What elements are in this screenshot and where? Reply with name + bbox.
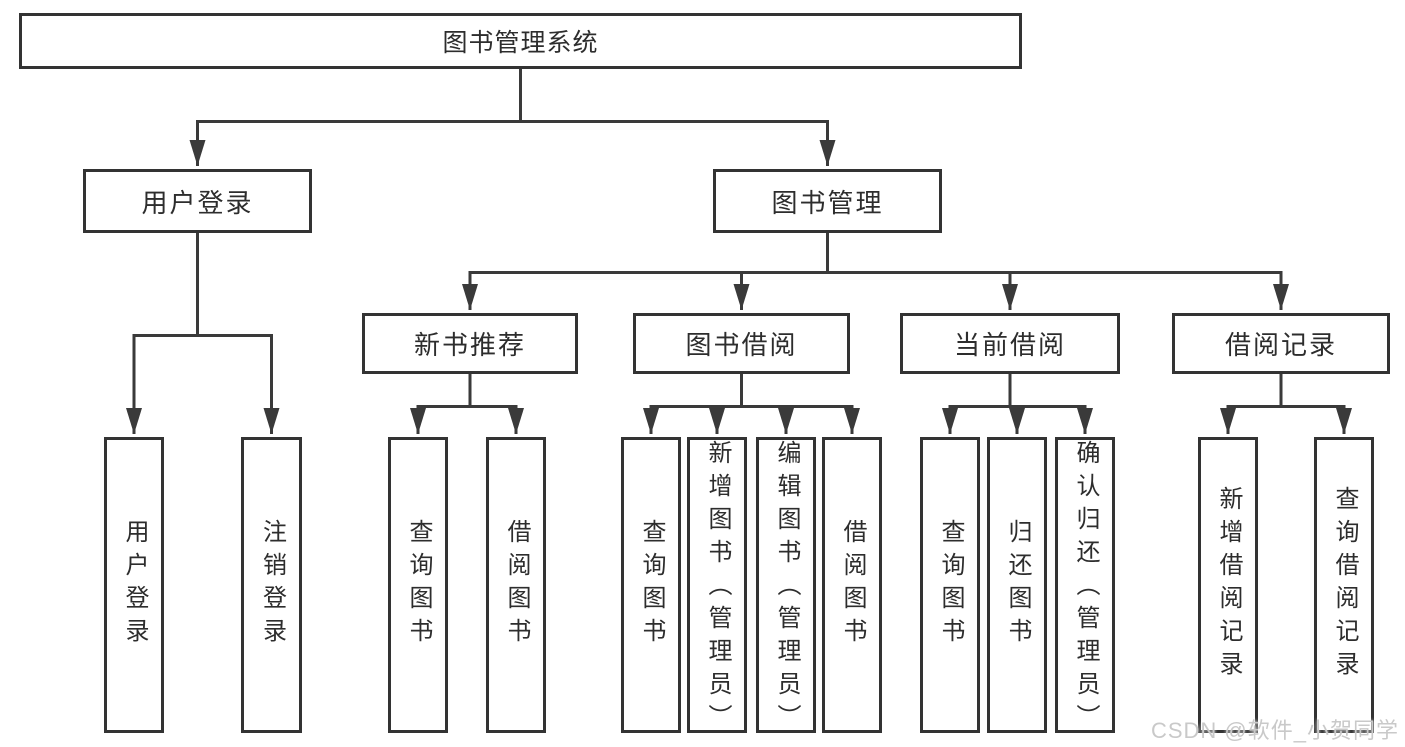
node-edit-books-admin: 编辑图书（管理员） xyxy=(756,437,816,737)
node-query-books-recommend: 查询图书 xyxy=(388,437,448,733)
node-add-borrow-record: 新增借阅记录 xyxy=(1198,437,1258,733)
node-label: 用户登录 xyxy=(121,519,148,651)
node-label: 新书推荐 xyxy=(413,330,526,360)
node-confirm-return-admin: 确认归还（管理员） xyxy=(1055,437,1115,737)
node-borrowing-records: 借阅记录 xyxy=(1172,313,1390,374)
node-query-books-borrowing: 查询图书 xyxy=(621,437,681,733)
node-label: 新增图书（管理员） xyxy=(704,440,731,737)
node-label: 图书借阅 xyxy=(685,330,798,360)
node-return-books: 归还图书 xyxy=(987,437,1047,733)
node-label: 借阅记录 xyxy=(1224,330,1337,360)
edges-book-management xyxy=(462,233,1289,310)
node-label: 借阅图书 xyxy=(503,519,530,651)
node-borrow-books-recommend: 借阅图书 xyxy=(486,437,546,733)
node-book-borrowing: 图书借阅 xyxy=(633,313,850,374)
node-borrow-books-borrowing: 借阅图书 xyxy=(822,437,882,733)
node-new-book-recommendation: 新书推荐 xyxy=(362,313,578,374)
node-label: 用户登录 xyxy=(141,187,254,218)
node-label: 新增借阅记录 xyxy=(1215,486,1242,684)
node-label: 图书管理系统 xyxy=(442,29,599,57)
node-logout: 注销登录 xyxy=(241,437,302,733)
node-label: 查询图书 xyxy=(405,519,432,651)
node-label: 查询图书 xyxy=(937,519,964,651)
node-label: 归还图书 xyxy=(1004,519,1031,651)
edges-borrowing-records xyxy=(1220,374,1352,434)
node-label: 借阅图书 xyxy=(839,519,866,651)
node-label: 查询借阅记录 xyxy=(1331,486,1358,684)
node-label: 编辑图书（管理员） xyxy=(773,440,800,737)
node-query-books-current: 查询图书 xyxy=(920,437,980,733)
node-label: 图书管理 xyxy=(771,187,884,218)
node-user-login: 用户登录 xyxy=(83,169,312,233)
node-library-management-system: 图书管理系统 xyxy=(19,13,1022,69)
edges-current-borrowing xyxy=(942,374,1093,434)
edges-book-borrowing xyxy=(643,374,860,434)
edges-user-login xyxy=(126,233,280,434)
edges-root xyxy=(189,66,836,166)
node-label: 当前借阅 xyxy=(953,330,1066,360)
node-current-borrowing: 当前借阅 xyxy=(900,313,1120,374)
node-add-books-admin: 新增图书（管理员） xyxy=(687,437,747,737)
node-label: 查询图书 xyxy=(638,519,665,651)
node-label: 确认归还（管理员） xyxy=(1072,440,1099,737)
node-query-borrow-record: 查询借阅记录 xyxy=(1314,437,1374,733)
node-user-login-leaf: 用户登录 xyxy=(104,437,164,733)
node-book-management: 图书管理 xyxy=(713,169,942,233)
node-label: 注销登录 xyxy=(258,519,286,651)
edges-new-book-recommendation xyxy=(410,374,524,434)
csdn-watermark: CSDN @软件_小贺同学 xyxy=(1150,718,1399,743)
